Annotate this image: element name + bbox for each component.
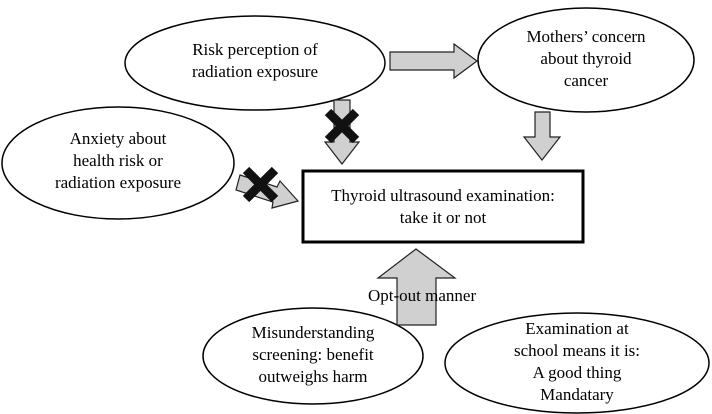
node-center-shape (301, 169, 585, 244)
label-line: Examination at (525, 319, 629, 338)
arrow-concern-to-center (522, 111, 562, 161)
label-line: radiation exposure (191, 62, 319, 81)
label-line: cancer (563, 71, 609, 90)
label-line: take it or not (399, 208, 487, 227)
label-line: outweighs harm (258, 367, 368, 386)
node-misunderstanding-label: Misunderstanding screening: benefit outw… (223, 322, 403, 388)
label-line: Risk perception of (192, 40, 318, 59)
arrow-risk-to-concern (389, 42, 479, 80)
x-cross-icon (242, 166, 279, 203)
label-line: health risk or (73, 151, 163, 170)
label-line: school means it is: (513, 341, 641, 360)
node-mothers-concern-label: Mothers’ concern about thyroid cancer (496, 26, 676, 92)
label-line: Anxiety about (69, 129, 167, 148)
node-risk-perception-label: Risk perception of radiation exposure (155, 39, 355, 83)
label-line: Mandatary (540, 385, 614, 404)
label-line: radiation exposure (54, 173, 182, 192)
node-center-label: Thyroid ultrasound examination: take it … (303, 185, 583, 229)
node-anxiety-label: Anxiety about health risk or radiation e… (18, 128, 218, 194)
node-examination-school-shape (444, 312, 710, 414)
label-line: Thyroid ultrasound examination: (331, 186, 555, 205)
node-mothers-concern-shape (477, 7, 695, 113)
label-line: A good thing (532, 363, 622, 382)
x-cross-icon (324, 108, 360, 144)
label-line: Mothers’ concern (526, 27, 646, 46)
node-misunderstanding-shape (202, 307, 424, 405)
arrow-bottom-to-center (376, 248, 457, 326)
node-examination-school-label: Examination at school means it is: A goo… (477, 318, 677, 406)
label-line: about thyroid (540, 49, 632, 68)
node-anxiety-shape (1, 106, 235, 220)
label-line: screening: benefit (252, 345, 374, 364)
node-risk-perception-shape (124, 15, 386, 111)
label-line: Misunderstanding (251, 323, 375, 342)
edge-label-opt-out: Opt-out manner (368, 286, 477, 305)
